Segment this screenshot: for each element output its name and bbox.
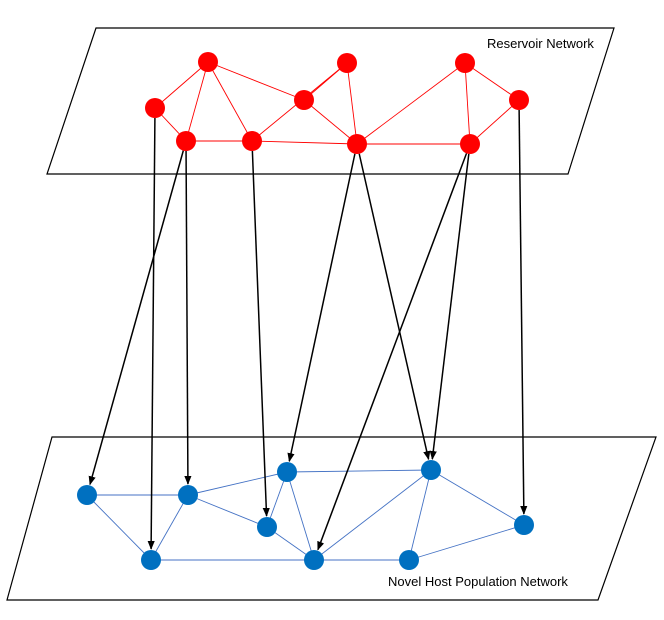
- edge-r6-r7: [346, 62, 358, 145]
- edge-h2-h5: [187, 494, 268, 528]
- node-r6: [337, 53, 357, 73]
- edge-r1-r5: [207, 61, 305, 101]
- edge-h4-h6: [286, 471, 315, 561]
- spillover-arrow-r2-h3: [147, 117, 156, 550]
- spillover-arrow-r9-h7: [429, 153, 470, 460]
- edge-r5-r7: [303, 99, 358, 145]
- node-r3: [176, 131, 196, 151]
- node-h9: [514, 515, 534, 535]
- spillover-arrow-r3-h1: [88, 150, 185, 486]
- edge-h7-h9: [430, 469, 525, 526]
- spillover-arrow-r7-h7: [358, 153, 431, 461]
- node-h2: [178, 485, 198, 505]
- spillover-arrow-r3-h2: [184, 150, 192, 485]
- spillover-arrows: [88, 109, 528, 551]
- node-r1: [198, 52, 218, 72]
- edge-r1-r3: [185, 61, 209, 142]
- edge-h8-h9: [408, 524, 525, 561]
- node-r7: [347, 134, 367, 154]
- node-h4: [277, 462, 297, 482]
- edge-h1-h3: [86, 494, 152, 561]
- node-r9: [460, 134, 480, 154]
- node-h3: [141, 550, 161, 570]
- edge-r7-r8: [356, 62, 466, 145]
- edge-r1-r2: [154, 61, 209, 109]
- node-h6: [304, 550, 324, 570]
- reservoir-network-label: Reservoir Network: [487, 36, 594, 51]
- spillover-arrow-r9-h6: [317, 153, 468, 551]
- edge-h4-h7: [286, 469, 432, 473]
- edge-r8-r9: [464, 62, 471, 145]
- node-r4: [242, 131, 262, 151]
- node-h5: [257, 517, 277, 537]
- reservoir-nodes: [145, 52, 529, 154]
- host-plane: [6, 436, 657, 601]
- node-h8: [399, 550, 419, 570]
- host-network-label: Novel Host Population Network: [388, 574, 568, 589]
- spillover-arrow-r7-h4: [287, 153, 356, 463]
- edge-h2-h4: [187, 471, 288, 496]
- edge-r9-r10: [469, 99, 520, 145]
- edge-h2-h3: [150, 494, 189, 561]
- spillover-arrow-r4-h5: [251, 150, 270, 517]
- node-h1: [77, 485, 97, 505]
- host-nodes: [77, 460, 534, 570]
- spillover-arrow-r10-h9: [518, 109, 528, 515]
- node-r10: [509, 90, 529, 110]
- node-r5: [294, 90, 314, 110]
- edge-h7-h8: [408, 469, 432, 561]
- node-r8: [455, 53, 475, 73]
- edge-h6-h7: [313, 469, 432, 561]
- edge-r8-r10: [464, 62, 520, 101]
- node-r2: [145, 98, 165, 118]
- edge-r1-r4: [207, 61, 253, 142]
- node-h7: [421, 460, 441, 480]
- edge-r4-r7: [251, 140, 358, 145]
